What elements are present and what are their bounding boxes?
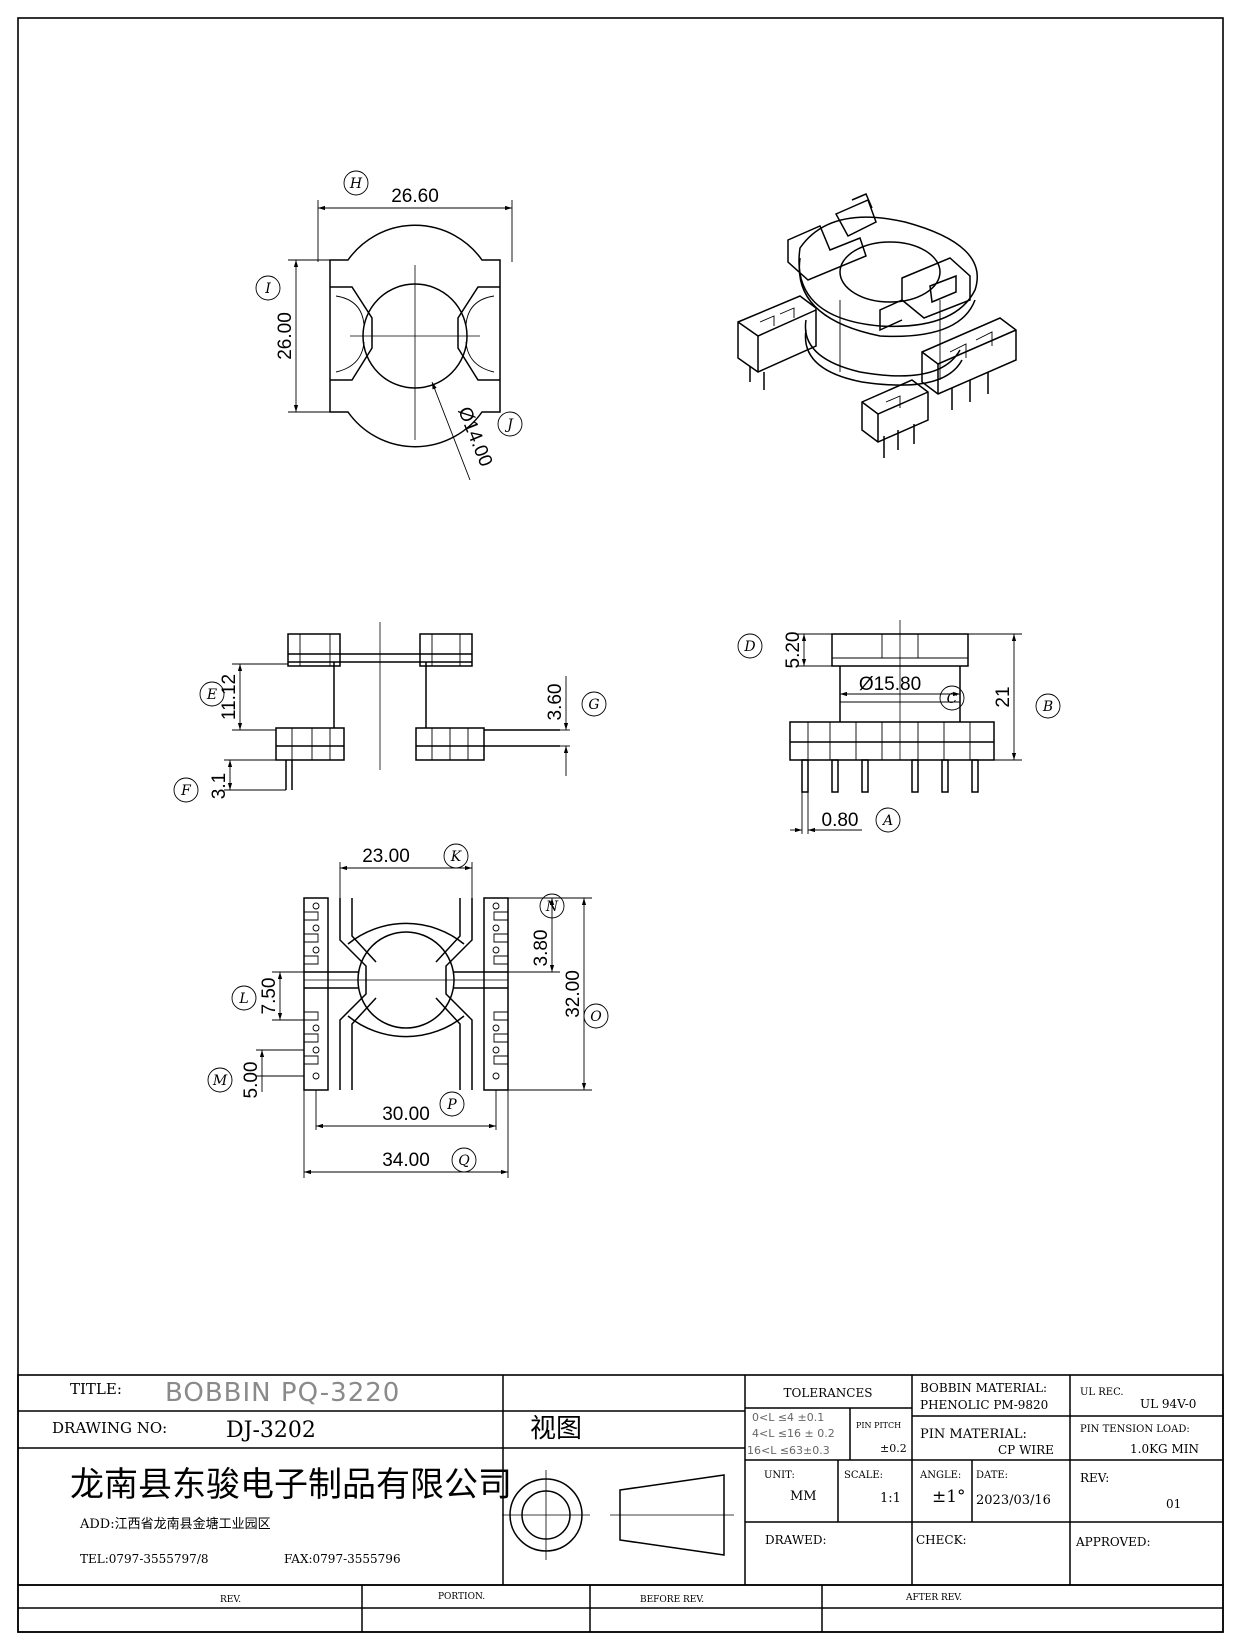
tol-line3: 16<L ≤63±0.3: [747, 1444, 830, 1457]
front-view: 5.20 D Ø15.80 C 21 B 0.80 A: [737, 620, 1061, 834]
bottom-view: 23.00 K 3.80 N 32.00 O 7.50 L 5.00 M: [207, 843, 609, 1178]
dim-m-label: M: [212, 1073, 228, 1089]
dim-o-value: 32.00: [563, 970, 584, 1018]
bobbin-material-value: PHENOLIC PM-9820: [920, 1398, 1048, 1412]
drawing-no-value: DJ-3202: [226, 1418, 316, 1443]
dim-g-value: 3.60: [545, 684, 566, 721]
scale-value: 1:1: [880, 1491, 901, 1506]
drawing-no-label: DRAWING NO:: [52, 1419, 167, 1437]
dim-c-label: C: [947, 691, 958, 707]
title-value: BOBBIN PQ-3220: [165, 1378, 400, 1408]
dim-j-value: Ø14.00: [453, 404, 496, 470]
footer-rev: REV.: [220, 1595, 241, 1605]
dim-f-label: F: [180, 783, 192, 799]
check-label: CHECK:: [916, 1533, 967, 1547]
dim-e-value: 11.12: [219, 674, 240, 720]
isometric-view: [737, 193, 1017, 458]
dim-l-label: L: [238, 991, 248, 1007]
approved-label: APPROVED:: [1075, 1535, 1151, 1549]
tolerances-label: TOLERANCES: [784, 1386, 873, 1400]
dim-f-value: 3.1: [209, 773, 230, 799]
dim-g-label: G: [588, 697, 599, 713]
top-view: 26.60 H 26.00 I Ø14.00 J: [255, 170, 523, 481]
dim-q-value: 34.00: [382, 1150, 430, 1171]
drawed-label: DRAWED:: [765, 1533, 827, 1547]
dim-d-label: D: [743, 639, 755, 655]
projection-symbol: [502, 1470, 734, 1560]
dim-b-value: 21: [993, 686, 1014, 707]
unit-value: MM: [790, 1489, 817, 1504]
dim-b-label: B: [1042, 699, 1053, 715]
view-label: 视图: [530, 1414, 582, 1444]
dim-d-value: 5.20: [783, 632, 804, 669]
dim-c-value: Ø15.80: [859, 674, 921, 695]
footer-after: AFTER REV.: [905, 1593, 962, 1603]
dim-p-value: 30.00: [382, 1104, 430, 1125]
title-block: TITLE: BOBBIN PQ-3220 DRAWING NO: DJ-320…: [17, 1374, 1224, 1633]
pin-pitch-label: PIN PITCH: [856, 1421, 901, 1430]
side-view: 11.12 E 3.60 G 3.1 F: [173, 622, 607, 803]
company-name: 龙南县东骏电子制品有限公司: [70, 1465, 512, 1505]
pin-tension-value: 1.0KG MIN: [1130, 1442, 1199, 1456]
footer-before: BEFORE REV.: [640, 1595, 704, 1605]
dim-m-value: 5.00: [241, 1062, 262, 1099]
pin-material-label: PIN MATERIAL:: [920, 1427, 1027, 1442]
dim-q-label: Q: [458, 1153, 470, 1169]
pin-material-value: CP WIRE: [998, 1443, 1054, 1457]
dim-a-label: A: [881, 813, 893, 829]
ul-rec-label: UL REC.: [1080, 1387, 1124, 1398]
ul-rec-value: UL 94V-0: [1140, 1397, 1196, 1411]
company-fax: FAX:0797-3555796: [284, 1552, 401, 1566]
title-label: TITLE:: [70, 1380, 122, 1398]
dim-p-label: P: [446, 1097, 457, 1113]
dim-l-value: 7.50: [259, 978, 280, 1015]
dim-h-value: 26.60: [391, 186, 439, 207]
date-value: 2023/03/16: [976, 1493, 1051, 1508]
tol-line1: 0<L ≤4 ±0.1: [752, 1411, 824, 1424]
bobbin-material-label: BOBBIN MATERIAL:: [920, 1381, 1047, 1395]
dim-n-label: N: [545, 899, 559, 915]
unit-label: UNIT:: [764, 1470, 795, 1481]
rev-label: REV:: [1080, 1471, 1109, 1485]
dim-e-label: E: [206, 687, 217, 703]
dim-k-label: K: [450, 849, 463, 865]
company-tel: TEL:0797-3555797/8: [80, 1552, 209, 1566]
dim-a-value: 0.80: [822, 810, 859, 831]
dim-i-value: 26.00: [275, 312, 296, 360]
angle-label: ANGLE:: [919, 1470, 961, 1481]
company-address: ADD:江西省龙南县金塘工业园区: [79, 1516, 271, 1532]
rev-value: 01: [1166, 1497, 1181, 1511]
pin-pitch-value: ±0.2: [880, 1442, 907, 1455]
pin-tension-label: PIN TENSION LOAD:: [1080, 1424, 1190, 1435]
scale-label: SCALE:: [844, 1470, 883, 1481]
tol-line2: 4<L ≤16 ± 0.2: [752, 1427, 835, 1440]
dim-i-label: I: [264, 281, 271, 297]
dim-h-label: H: [349, 176, 363, 192]
dim-o-label: O: [590, 1009, 602, 1025]
date-label: DATE:: [976, 1470, 1008, 1481]
angle-value: ±1°: [932, 1487, 966, 1507]
dim-n-value: 3.80: [531, 930, 552, 967]
footer-portion: PORTION.: [438, 1592, 485, 1602]
dim-k-value: 23.00: [362, 846, 410, 867]
dim-j-label: J: [504, 417, 514, 433]
